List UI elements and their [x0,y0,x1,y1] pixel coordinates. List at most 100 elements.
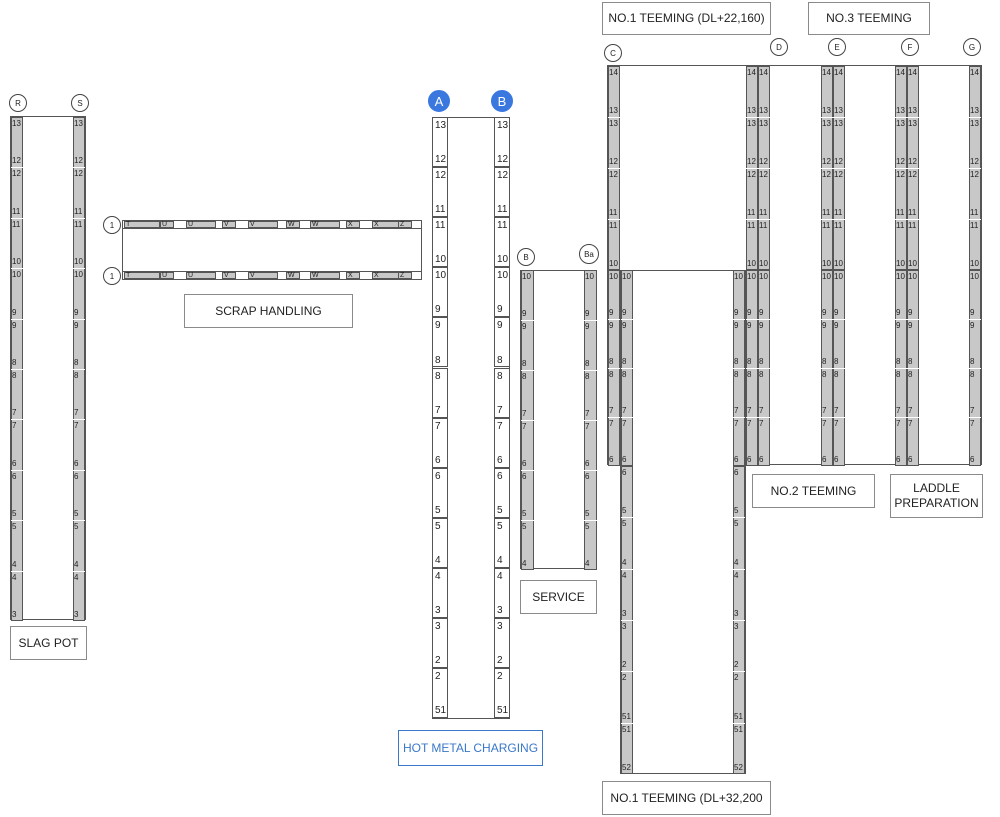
scrap-row-label: T [126,221,131,228]
row-number: 12 [896,157,905,166]
scrap-row-label: W [312,272,319,279]
row-number: 12 [497,170,509,182]
row-number: 4 [497,554,503,566]
cell-divider [608,168,620,169]
label-service[interactable]: SERVICE [520,580,597,614]
row-number: 11 [896,208,905,217]
label-laddle-preparation[interactable]: LADDLE PREPARATION [890,474,983,518]
row-number: 12 [609,170,618,179]
label-no1-teeming-bottom[interactable]: NO.1 TEEMING (DL+32,200 [602,781,771,815]
cell-divider [833,168,845,169]
row-number: 7 [834,419,839,428]
row-number: 10 [896,272,905,281]
cell-divider [821,417,833,418]
cell-divider [833,117,845,118]
scrap-row-label: X [374,272,379,279]
grid-bubble-a[interactable]: A [428,90,450,112]
row-number: 5 [497,520,503,532]
row-number: 8 [896,370,901,379]
bay-cell [494,567,510,618]
row-number: 11 [970,221,979,230]
grid-bubble-f: F [901,38,919,56]
row-number: 8 [585,359,590,368]
row-number: 8 [435,354,441,366]
row-number: 10 [12,270,21,280]
row-number: 51 [734,724,743,734]
row-number: 7 [970,406,975,415]
scrap-row-cell [346,221,360,228]
row-number: 6 [609,455,614,464]
scrap-row-label: U [162,272,168,279]
bay-cell [432,517,448,568]
row-number: 10 [834,259,843,268]
label-no3-teeming[interactable]: NO.3 TEEMING [808,2,930,35]
cell-divider [895,417,907,418]
label-scrap-handling[interactable]: SCRAP HANDLING [184,294,353,328]
row-number: 12 [896,170,905,179]
bay-cell [494,117,510,168]
scrap-row-cell [222,221,236,228]
cell-divider [833,219,845,220]
row-number: 8 [12,371,17,380]
bay-cell [494,367,510,418]
scrap-row-cell [310,221,340,228]
grid-bubble-1-bottom: 1 [103,267,121,285]
row-number: 13 [12,119,21,128]
label-no1-teeming-top[interactable]: NO.1 TEEMING (DL+22,160) [602,2,771,35]
row-number: 9 [74,307,79,317]
row-number: 12 [759,170,768,179]
row-number: 11 [497,204,508,216]
grid-bubble-c: C [604,44,622,62]
row-number: 9 [734,321,739,330]
row-number: 13 [822,106,831,115]
label-slag-pot[interactable]: SLAG POT [10,626,87,660]
row-number: 9 [622,321,627,330]
row-number: 2 [622,673,627,683]
scrap-row-cell [248,221,278,228]
row-number: 9 [970,321,975,330]
row-number: 51 [497,705,509,717]
row-number: 13 [74,119,83,128]
bay-cell [494,517,510,568]
cell-divider [608,368,620,369]
cell-divider [733,619,745,621]
cell-divider [11,167,23,169]
row-number: 7 [747,419,752,428]
cell-divider [521,320,534,321]
cell-divider [821,117,833,118]
cell-divider [11,318,23,320]
row-number: 6 [522,459,527,468]
cell-divider [521,470,534,471]
row-number: 10 [734,272,743,281]
cell-divider [584,370,597,371]
row-number: 8 [734,370,739,379]
row-number: 7 [734,406,739,415]
cell-divider [733,319,745,320]
cell-divider [584,470,597,471]
cell-divider [521,420,534,421]
row-number: 8 [834,370,839,379]
label-hot-metal-charging[interactable]: HOT METAL CHARGING [398,730,543,766]
row-number: 4 [734,570,739,580]
cell-divider [608,219,620,220]
row-number: 13 [759,119,768,128]
row-number: 51 [734,711,743,721]
cell-divider [758,417,770,418]
row-number: 7 [435,420,441,432]
cell-divider [608,417,620,418]
label-no2-teeming[interactable]: NO.2 TEEMING [752,474,875,508]
grid-bubble-b-blue[interactable]: B [491,90,513,112]
row-number: 7 [970,419,975,428]
row-number: 11 [609,221,618,230]
cell-divider [11,469,23,471]
cell-divider [969,219,981,220]
row-number: 12 [822,170,831,179]
cell-divider [608,319,620,320]
cell-divider [907,168,919,169]
row-number: 3 [622,621,627,631]
row-number: 5 [585,522,590,531]
row-number: 4 [12,559,17,569]
row-number: 13 [896,119,905,128]
cell-divider [969,319,981,320]
cell-divider [969,368,981,369]
